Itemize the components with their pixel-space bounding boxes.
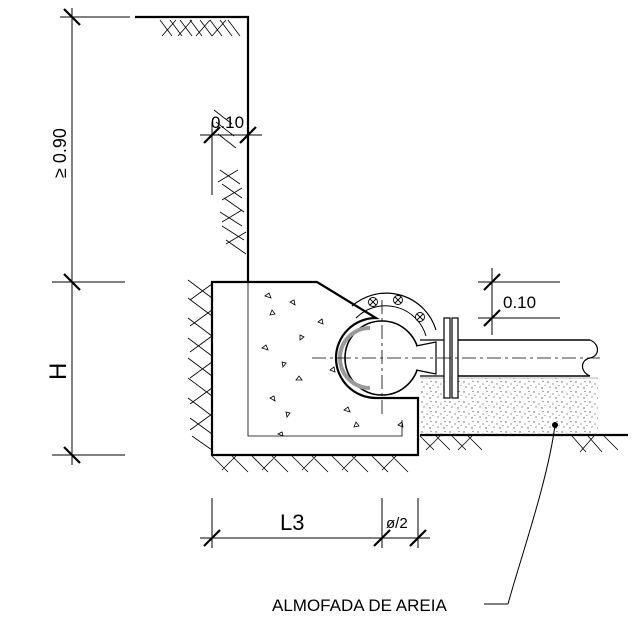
sand-bed-label: ALMOFADA DE AREIA [272, 596, 447, 615]
dimension-ticks [63, 8, 501, 547]
concrete-aggregate [261, 292, 404, 437]
pipe-offset-label: 0.10 [503, 293, 536, 312]
wall-offset-label: 0.10 [211, 113, 244, 132]
length-label: L3 [280, 510, 304, 535]
sand-bed-leader [484, 424, 556, 605]
half-diameter-label: ø/2 [386, 515, 408, 532]
thrust-block [210, 280, 420, 457]
center-lines [312, 300, 600, 415]
flange-bolt-icon [368, 295, 425, 322]
dimension-lines [52, 8, 560, 548]
soil-hatching [159, 19, 619, 473]
leader-dot [552, 422, 558, 428]
block-inner-line [247, 282, 403, 437]
flange-ring [351, 292, 437, 331]
depth-min-label: ≥ 0.90 [50, 128, 70, 178]
height-label: H [45, 363, 72, 380]
